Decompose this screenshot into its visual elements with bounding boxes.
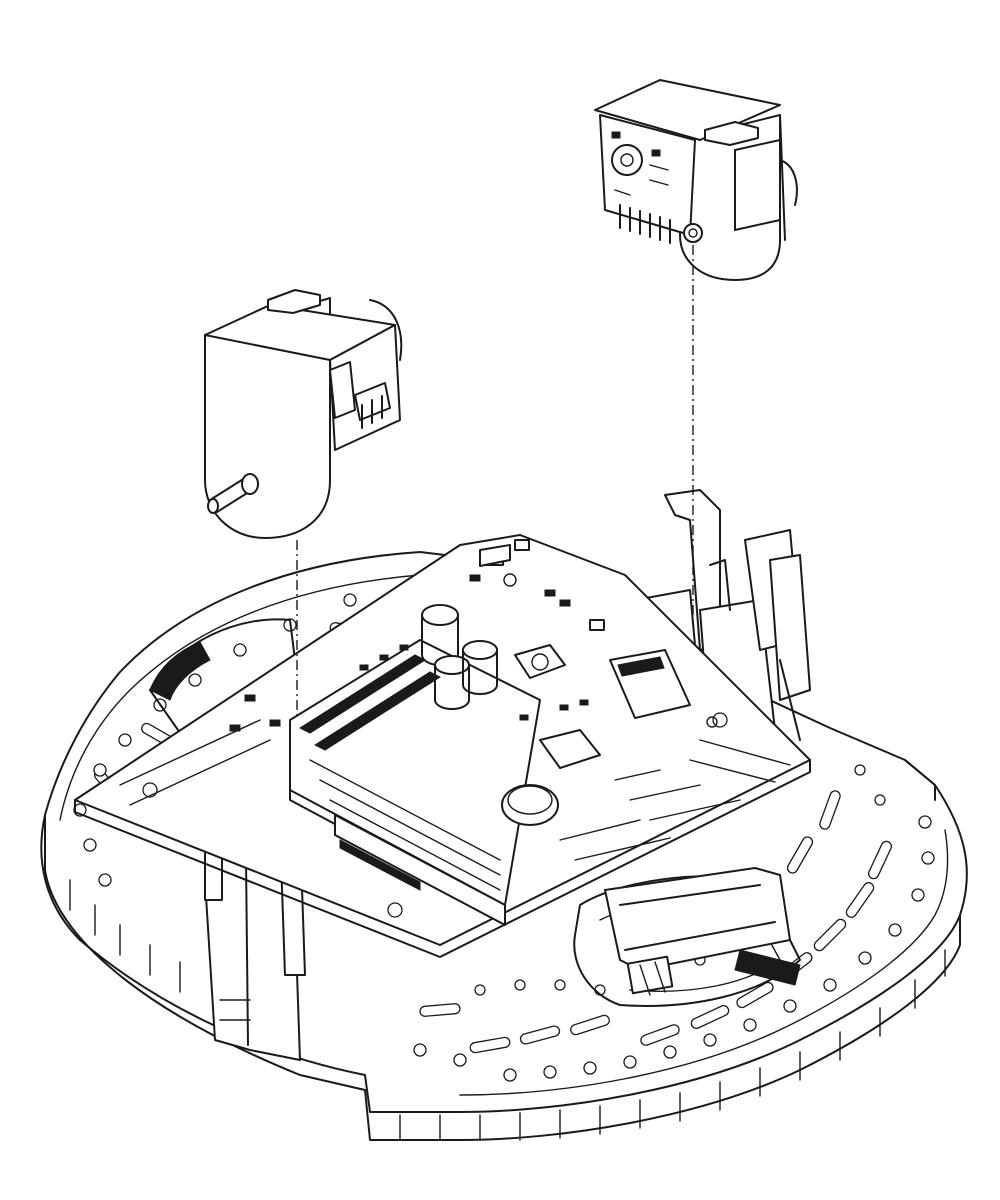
- coin-cell: [501, 784, 559, 826]
- board-chip: [539, 729, 601, 769]
- control-board-icon: [74, 534, 811, 958]
- gearmotor-icon: [204, 289, 403, 539]
- capacitors: [421, 604, 498, 710]
- battery-holder-icon: [604, 867, 791, 996]
- right-wheel-opening: [573, 875, 801, 1007]
- chassis-skirt: [44, 814, 961, 1141]
- board-components: [119, 539, 791, 861]
- gearmotor-with-encoder-icon: [594, 79, 798, 281]
